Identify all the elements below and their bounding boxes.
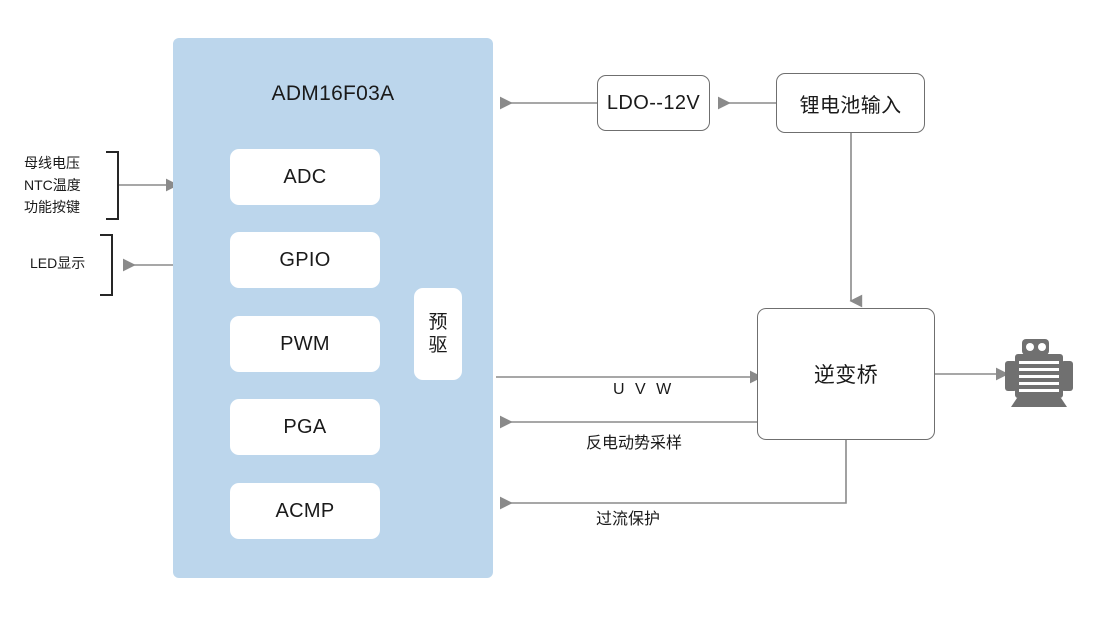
- led-display-label: LED显示: [30, 255, 86, 271]
- motor-icon: [1003, 337, 1075, 416]
- predriver-block[interactable]: 预 驱: [414, 288, 462, 380]
- uvw-label: U V W: [613, 381, 675, 398]
- overcurrent-label: 过流保护: [596, 511, 661, 528]
- inputs-bracket: [106, 151, 119, 220]
- input-label-function-key: 功能按键: [24, 199, 80, 216]
- input-label-bus-voltage: 母线电压: [24, 155, 80, 171]
- mcu-title: ADM16F03A: [271, 82, 395, 105]
- led-bracket: [100, 234, 113, 296]
- mcu-block-acmp[interactable]: ACMP: [230, 483, 380, 539]
- battery-input-box[interactable]: 锂电池输入: [776, 73, 925, 133]
- predriver-label-line1: 预: [428, 311, 448, 333]
- bemf-label: 反电动势采样: [586, 435, 683, 452]
- predriver-label-line2: 驱: [428, 335, 448, 356]
- sensor-inputs-label: 母线电压 NTC温度 功能按键: [24, 152, 81, 218]
- inverter-bridge-box[interactable]: 逆变桥: [757, 308, 935, 440]
- mcu-block-adc[interactable]: ADC: [230, 149, 380, 205]
- ldo-box[interactable]: LDO--12V: [597, 75, 710, 131]
- mcu-block-pga[interactable]: PGA: [230, 399, 380, 455]
- mcu-block-pwm[interactable]: PWM: [230, 316, 380, 372]
- mcu-block-gpio[interactable]: GPIO: [230, 232, 380, 288]
- input-label-ntc-temp: NTC温度: [24, 177, 81, 194]
